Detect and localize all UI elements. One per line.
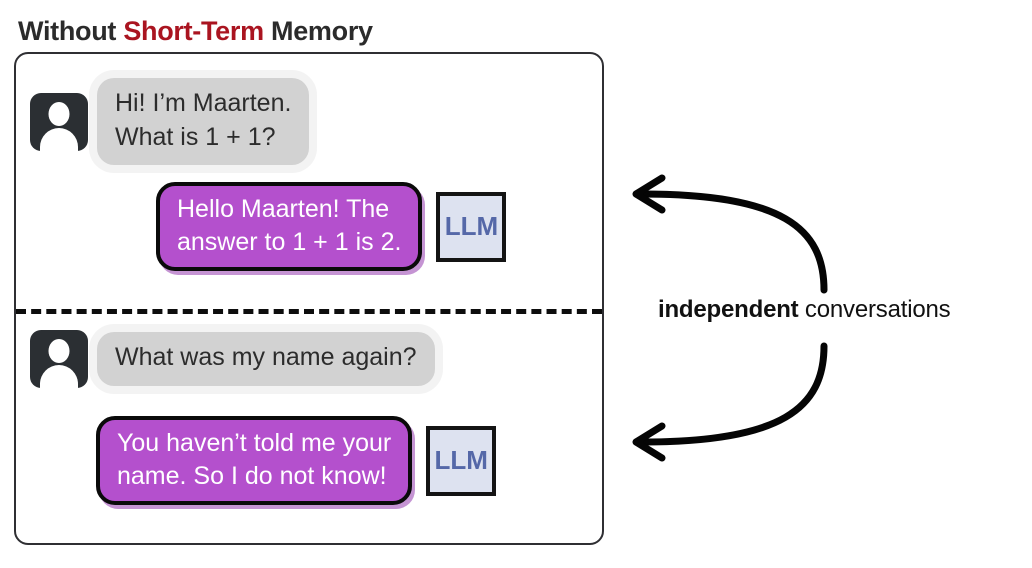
llm-badge: LLM <box>426 425 497 496</box>
message-row-user-1: Hi! I’m Maarten. What is 1 + 1? <box>30 78 310 165</box>
page-title-accent: Short-Term <box>123 16 264 46</box>
llm-message-bubble: Hello Maarten! The answer to 1 + 1 is 2. <box>156 182 423 271</box>
annotation-rest: conversations <box>798 296 951 323</box>
page-title-suffix: Memory <box>263 16 373 46</box>
user-message-bubble: What was my name again? <box>97 332 435 386</box>
page-title-prefix: Without <box>18 16 124 46</box>
arrow-bottom-curve <box>638 342 828 446</box>
page-title: Without Short-Term Memory <box>18 16 373 47</box>
user-avatar-icon <box>30 330 88 388</box>
independent-conversation-arrows <box>612 168 852 468</box>
message-row-user-2: What was my name again? <box>30 330 435 388</box>
annotation-strong: independent <box>658 296 799 323</box>
arrow-top-head-icon <box>632 174 666 214</box>
chat-panel: Hi! I’m Maarten. What is 1 + 1? Hello Ma… <box>14 52 604 545</box>
conversation-divider <box>16 309 602 314</box>
message-row-llm-1: Hello Maarten! The answer to 1 + 1 is 2.… <box>156 182 507 271</box>
user-avatar-icon <box>30 92 88 151</box>
arrow-top-curve <box>638 190 828 294</box>
llm-message-bubble: You haven’t told me your name. So I do n… <box>96 416 413 505</box>
annotation-label: independent conversations <box>658 296 951 324</box>
message-row-llm-2: You haven’t told me your name. So I do n… <box>96 416 497 505</box>
arrows-svg <box>632 174 828 462</box>
arrow-bottom-head-icon <box>632 422 666 462</box>
user-message-bubble: Hi! I’m Maarten. What is 1 + 1? <box>97 78 310 165</box>
llm-badge: LLM <box>436 191 507 262</box>
